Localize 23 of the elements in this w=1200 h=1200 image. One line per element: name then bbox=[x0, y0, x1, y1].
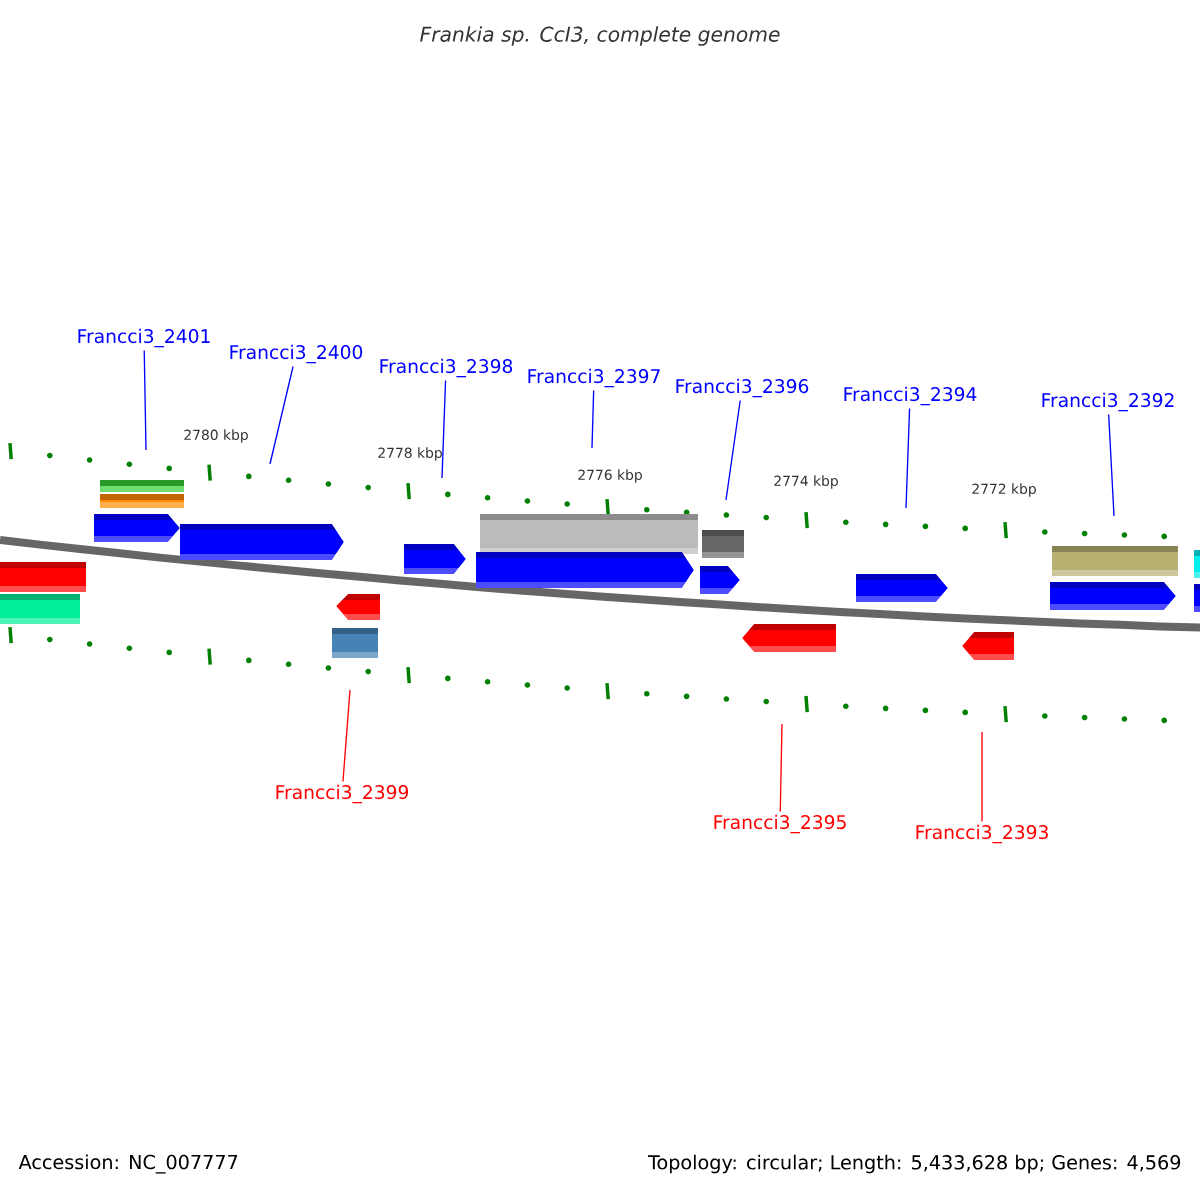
leader-line bbox=[591, 389, 595, 449]
gene-label: Francci3_2395 bbox=[714, 814, 846, 834]
gene-label: Francci3_2398 bbox=[380, 358, 513, 378]
gene-label: Francci3_2396 bbox=[676, 378, 809, 398]
gene-label: Francci3_2392 bbox=[1042, 392, 1174, 412]
gene-label: Francci3_2399 bbox=[276, 784, 409, 804]
gene-label: Francci3_2394 bbox=[844, 386, 977, 406]
leader-line bbox=[779, 723, 783, 813]
leader-line bbox=[1108, 413, 1115, 517]
title: Frankia sp. CcI3, complete genome bbox=[420, 26, 780, 46]
gene-label: Francci3_2393 bbox=[916, 824, 1048, 844]
leader-line bbox=[725, 399, 741, 501]
leader-line bbox=[981, 731, 983, 823]
genome-info-text: Topology: circular; Length: 5,433,628 bp; Genes: 4,569 bbox=[647, 1154, 1181, 1174]
leader-line bbox=[342, 689, 351, 783]
gene-label: Francci3_2401 bbox=[78, 328, 210, 348]
leader-line bbox=[269, 365, 294, 465]
gene-label: Francci3_2400 bbox=[230, 344, 363, 364]
accession-text: Accession: NC_007777 bbox=[18, 1154, 238, 1174]
leader-line bbox=[143, 349, 147, 451]
gene-label: Francci3_2397 bbox=[528, 368, 660, 388]
leader-line bbox=[441, 379, 447, 479]
leader-line bbox=[905, 407, 911, 509]
